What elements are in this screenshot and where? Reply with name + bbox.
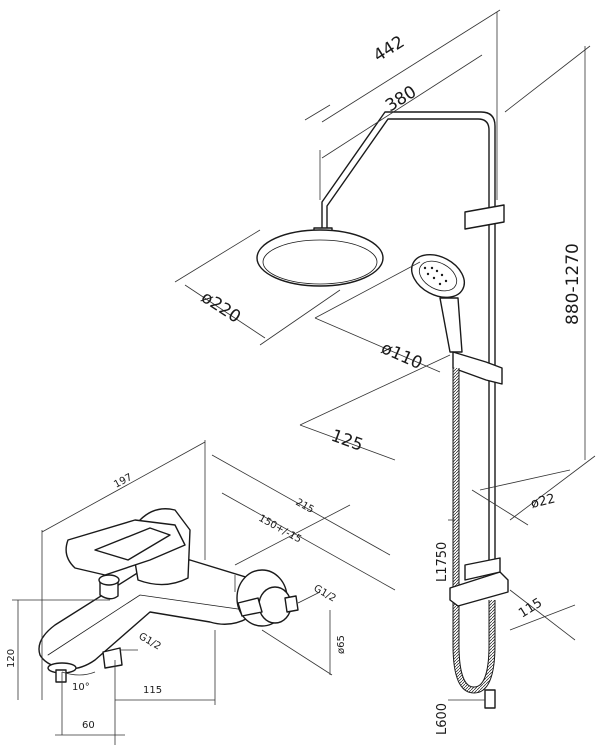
hand-shower [411,253,465,353]
bath-mixer-drawing [38,508,299,683]
shower-dimensions [174,9,596,701]
dim-442: 442 [370,32,408,66]
dim-g12-bottom: G1/2 [137,631,163,652]
dim-120: 120 [6,649,17,668]
dim-115-bottom: 115 [143,685,162,696]
dim-diameter-65: ø65 [336,635,347,654]
dim-diameter-22: ø22 [529,491,556,511]
dim-380: 380 [382,82,420,116]
bracket-collar [464,557,501,581]
dim-115-right: 115 [516,596,545,622]
eccentric-connector [237,597,263,617]
dim-l600: L600 [435,703,450,735]
rain-shower-head [256,229,384,287]
g12-connector-bottom [102,647,123,669]
upper-clamp [464,204,505,230]
overhead-arm [321,111,496,229]
dim-215: 215 [294,497,316,516]
aerator [55,669,67,683]
rain-shower-face [262,239,378,285]
dim-diameter-220: ø220 [197,287,244,327]
mixer-dimensions [12,440,396,745]
lever-top-face [94,527,171,561]
dim-l1750: L1750 [435,542,450,582]
dim-125: 125 [328,426,365,456]
dim-diameter-110: ø110 [378,338,425,374]
hose-end-fitting [484,689,496,709]
dim-g12-top: G1/2 [312,583,338,604]
dim-197: 197 [112,472,134,491]
overhead-arm-inner [326,118,490,229]
dim-10-degrees: 10° [72,682,90,693]
dim-880-1270: 880-1270 [563,243,583,325]
g12-connector-top [284,595,299,613]
shower-hose [452,368,496,694]
shower-column-drawing [256,111,509,709]
dim-150-tolerance: 150+/-15 [257,513,304,545]
dim-60: 60 [82,720,95,731]
mixer-body-edge [47,594,246,656]
